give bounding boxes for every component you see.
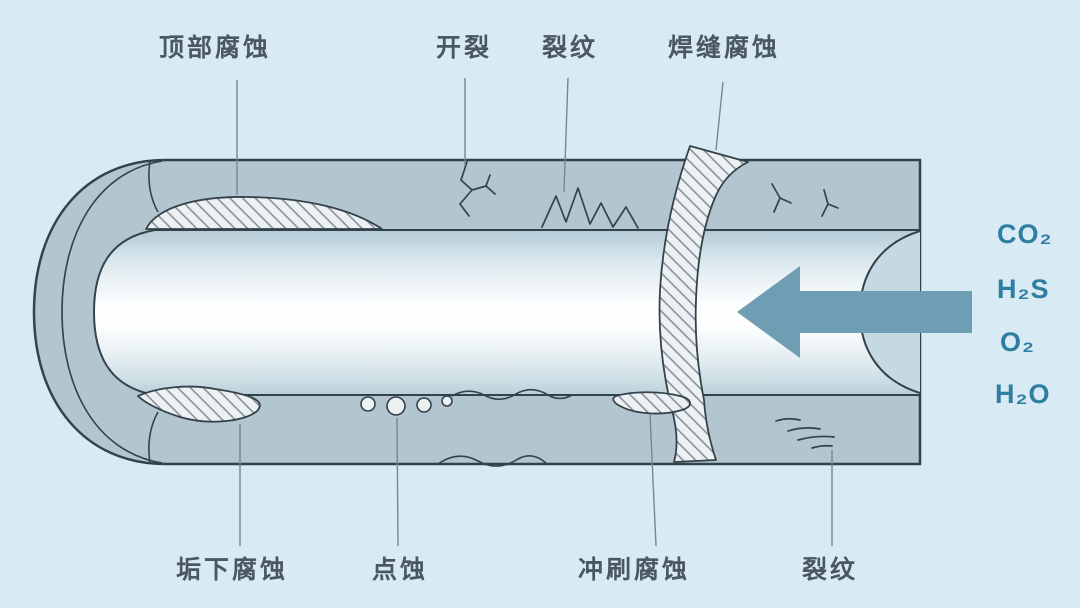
chemical-o2: O₂ (1000, 327, 1035, 357)
label-erosion-corrosion: 冲刷腐蚀 (577, 556, 691, 584)
pit-2 (386, 396, 406, 416)
leader-lines (236, 77, 833, 547)
label-pitting: 点蚀 (371, 556, 429, 584)
top-crack-zigzag (541, 187, 639, 229)
label-cracking: 开裂 (435, 34, 493, 62)
pit-4 (441, 395, 453, 407)
erosion-corrosion-patch (612, 391, 691, 415)
crack-marks (437, 161, 839, 467)
small-branch-cracks (771, 183, 839, 217)
leader-weld-corrosion (715, 81, 724, 151)
under-deposit-corrosion-patch (137, 385, 261, 423)
chemical-co2: CO₂ (997, 219, 1053, 249)
pit-1 (360, 396, 376, 412)
label-weld-corrosion: 焊缝腐蚀 (667, 34, 781, 62)
pit-3 (416, 397, 432, 413)
pitting-marks (360, 395, 453, 416)
chemical-h2s: H₂S (997, 274, 1050, 304)
cracking-mark (459, 161, 496, 217)
label-crack-bottom: 裂纹 (801, 556, 859, 584)
corrosion-patches (137, 145, 749, 463)
top-corrosion-patch (145, 196, 383, 230)
bottom-crack-lines (775, 417, 835, 449)
erosion-wavy-line-inner (451, 388, 573, 401)
label-top-corrosion: 顶部腐蚀 (158, 34, 272, 62)
leader-pitting (396, 417, 399, 547)
pipe-cap-inner-edge (61, 160, 163, 464)
flow-arrow-icon (737, 266, 972, 358)
label-crack-top: 裂纹 (541, 34, 599, 62)
label-under-deposit-corrosion: 垢下腐蚀 (175, 556, 289, 584)
leader-crack-top (563, 77, 569, 193)
pipe-bore-edges (92, 229, 920, 396)
weld-seam-corrosion-patch (658, 145, 749, 463)
chemical-h2o: H₂O (995, 379, 1051, 409)
pipe-cap-seams (148, 160, 159, 464)
pipe-bore (94, 230, 920, 395)
erosion-wavy-line-outer (437, 455, 547, 467)
leader-erosion (649, 413, 657, 547)
